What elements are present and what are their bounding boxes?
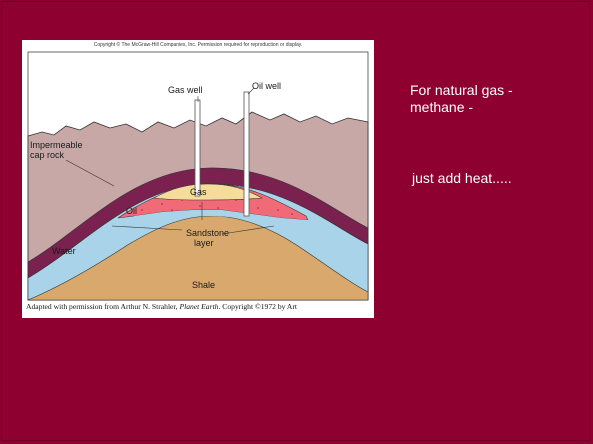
shale-label: Shale <box>192 280 215 290</box>
figure-caption: Adapted with permission from Arthur N. S… <box>26 302 374 311</box>
gas-well <box>194 99 201 197</box>
natural-gas-line2: methane - <box>410 99 474 115</box>
water-pocket <box>126 210 322 230</box>
caption-title: Planet Earth <box>179 302 219 311</box>
natural-gas-text: For natural gas - methane - <box>410 82 580 116</box>
gas-well-label: Gas well <box>168 85 203 95</box>
gas-label: Gas <box>190 187 207 197</box>
oil-label: Oil <box>126 206 137 216</box>
cap-rock-label-line2: cap rock <box>30 150 65 160</box>
oil-well <box>243 91 250 217</box>
sandstone-label-line1: Sandstone <box>186 228 229 238</box>
leader-lines <box>65 87 275 235</box>
heat-text: just add heat..... <box>412 170 512 186</box>
sandstone-label-line2: layer <box>194 238 214 248</box>
caption-prefix: Adapted with permission from Arthur N. S… <box>26 302 180 311</box>
gas-layer <box>153 183 263 201</box>
trap-diagram: Gas well Oil well Impermeable cap rock G… <box>25 51 369 302</box>
oil-well-label: Oil well <box>252 81 281 91</box>
oil-gas-trap-figure: Copyright © The McGraw-Hill Companies, I… <box>22 40 374 318</box>
natural-gas-line1: For natural gas - <box>410 82 513 98</box>
water-label: Water <box>52 246 76 256</box>
cap-rock-label-line1: Impermeable <box>30 140 83 150</box>
copyright-notice: Copyright © The McGraw-Hill Companies, I… <box>93 42 303 48</box>
caption-suffix: . Copyright ©1972 by Art <box>218 302 298 311</box>
